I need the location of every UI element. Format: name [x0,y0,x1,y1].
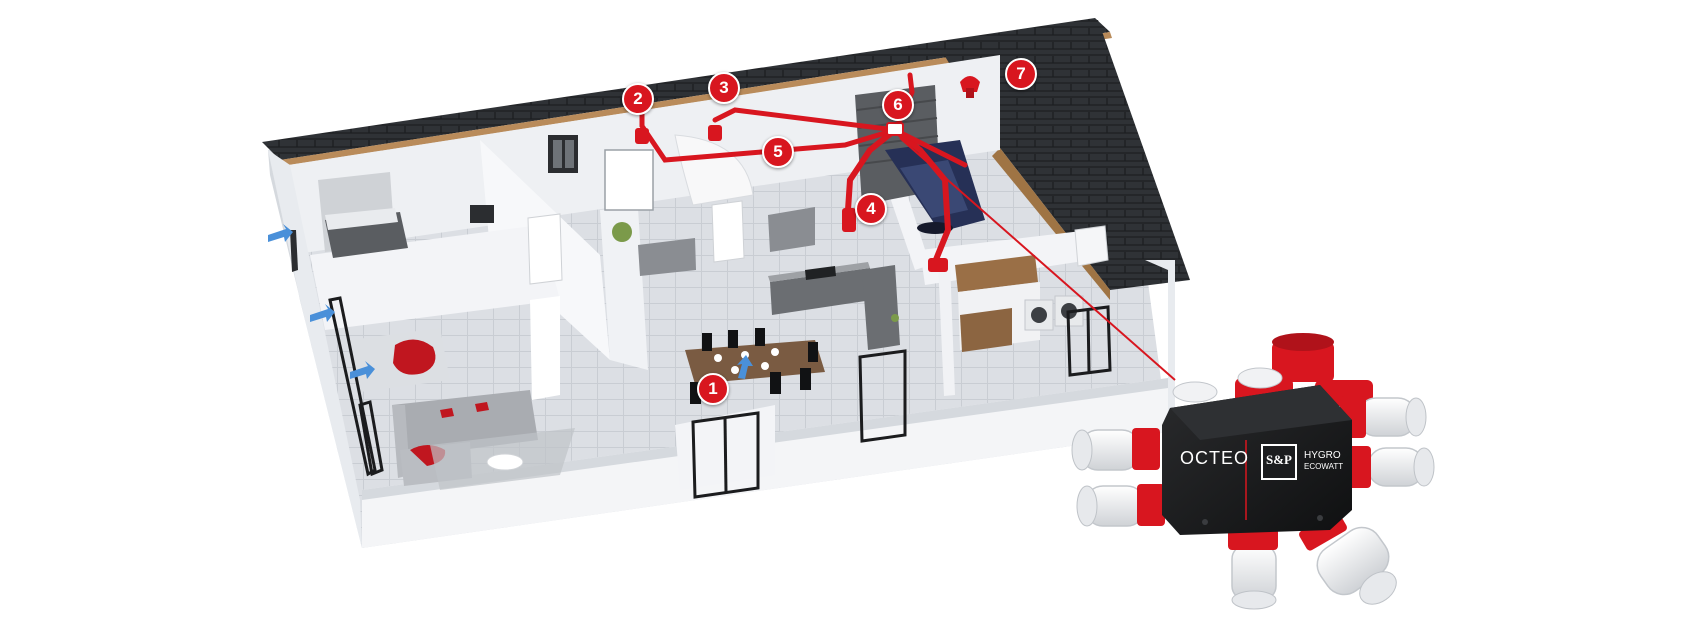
marker-3: 3 [708,72,740,104]
sp-logo-text: S&P [1266,452,1292,467]
marker-4: 4 [855,193,887,225]
fresh-air-inlets [268,224,753,379]
garage [855,85,985,234]
marker-7: 7 [1005,58,1037,90]
marker-5: 5 [762,136,794,168]
side-windows [290,230,298,272]
kitchen [768,207,900,350]
octeo-unit [1071,333,1435,610]
duct-grilles [635,122,948,272]
marker-1: 1 [697,373,729,405]
unit-line1-label: HYGRO [1304,450,1341,461]
unit-line2-label: ECOWATT [1304,462,1344,471]
bathroom [548,134,754,276]
second-bedroom [350,328,450,392]
marker-2: 2 [622,83,654,115]
dining-area [685,328,825,404]
laundry-garage [955,225,1109,352]
roof-eave [262,18,1112,166]
bedroom [318,172,494,258]
marker-6: 6 [882,89,914,121]
front-glazed-doors [328,296,1112,499]
roof-cowl [960,76,980,98]
sp-logo [1261,444,1297,480]
unit-name-label: OCTEO [1180,448,1250,468]
leader-line [899,137,1176,381]
living-room [392,390,575,490]
interior-doors [527,200,745,285]
